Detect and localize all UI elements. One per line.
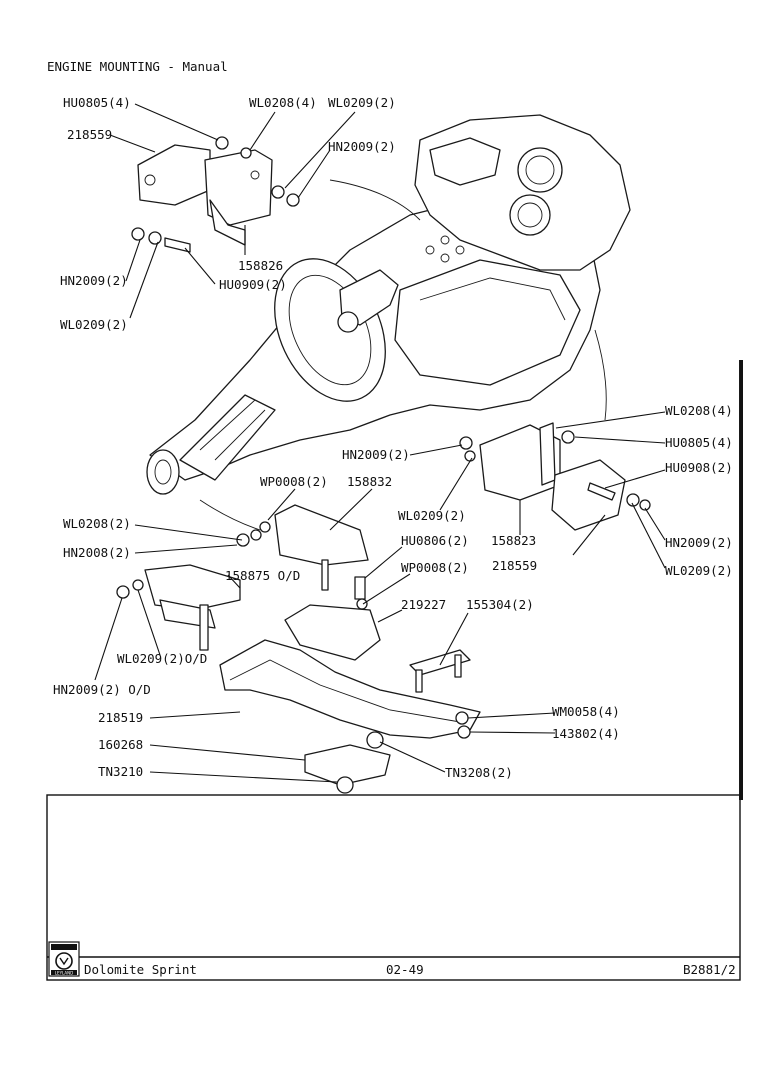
leyland-logo-icon: LEYLAND [48, 941, 80, 977]
label-155304-2: 155304(2) [466, 597, 534, 612]
label-hu0909-2: HU0909(2) [219, 277, 287, 292]
footer-page-number: 02-49 [386, 962, 424, 977]
label-218559-top: 218559 [67, 127, 112, 142]
label-wl0209-2-mid: WL0209(2) [398, 508, 466, 523]
label-158832: 158832 [347, 474, 392, 489]
footer-reference: B2881/2 [683, 962, 736, 977]
label-hu0805-4-top: HU0805(4) [63, 95, 131, 110]
label-wl0208-4-top: WL0208(4) [249, 95, 317, 110]
label-hn2009-2-topright: HN2009(2) [328, 139, 396, 154]
page-title: ENGINE MOUNTING - Manual [47, 59, 228, 74]
label-160268: 160268 [98, 737, 143, 752]
label-wl0209-2-right: WL0209(2) [665, 563, 733, 578]
label-hu0805-4-right: HU0805(4) [665, 435, 733, 450]
label-158826: 158826 [238, 258, 283, 273]
label-hn2008-2: HN2008(2) [63, 545, 131, 560]
label-hu0908-2: HU0908(2) [665, 460, 733, 475]
label-wp0008-2-a: WP0008(2) [260, 474, 328, 489]
footer-model: Dolomite Sprint [84, 962, 197, 977]
label-219227: 219227 [401, 597, 446, 612]
label-wm0058-4: WM0058(4) [552, 704, 620, 719]
label-143802-4: 143802(4) [552, 726, 620, 741]
label-hn2009-2-left: HN2009(2) [60, 273, 128, 288]
part-labels: HU0805(4) WL0208(4) WL0209(2) 218559 HN2… [53, 95, 733, 780]
label-tn3210: TN3210 [98, 764, 143, 779]
label-wl0209-2-top: WL0209(2) [328, 95, 396, 110]
logo-text: LEYLAND [55, 971, 73, 976]
label-218519: 218519 [98, 710, 143, 725]
od-bracket-assembly [116, 564, 241, 651]
label-hu0806-2: HU0806(2) [401, 533, 469, 548]
footer-frame [46, 360, 743, 981]
gearbox-illustration [146, 114, 741, 800]
label-hn2009-2-mid: HN2009(2) [342, 447, 410, 462]
crossmember-assembly [219, 639, 481, 794]
label-wp0008-2-b: WP0008(2) [401, 560, 469, 575]
label-wl0208-2: WL0208(2) [63, 516, 131, 531]
label-218559-right: 218559 [492, 558, 537, 573]
label-158823: 158823 [491, 533, 536, 548]
rear-right-mount-assembly [459, 422, 651, 531]
label-wl0209-2-left: WL0209(2) [60, 317, 128, 332]
label-158875-od: 158875 O/D [225, 568, 300, 583]
front-bracket-assembly [131, 136, 300, 253]
label-hn2009-2-od: HN2009(2) O/D [53, 682, 151, 697]
label-hn2009-2-right: HN2009(2) [665, 535, 733, 550]
centre-mount-assembly [236, 504, 381, 661]
label-wl0209-2-od: WL0209(2)O/D [117, 651, 207, 666]
leader-lines [94, 103, 666, 783]
label-tn3208-2: TN3208(2) [445, 765, 513, 780]
label-wl0208-4-right: WL0208(4) [665, 403, 733, 418]
